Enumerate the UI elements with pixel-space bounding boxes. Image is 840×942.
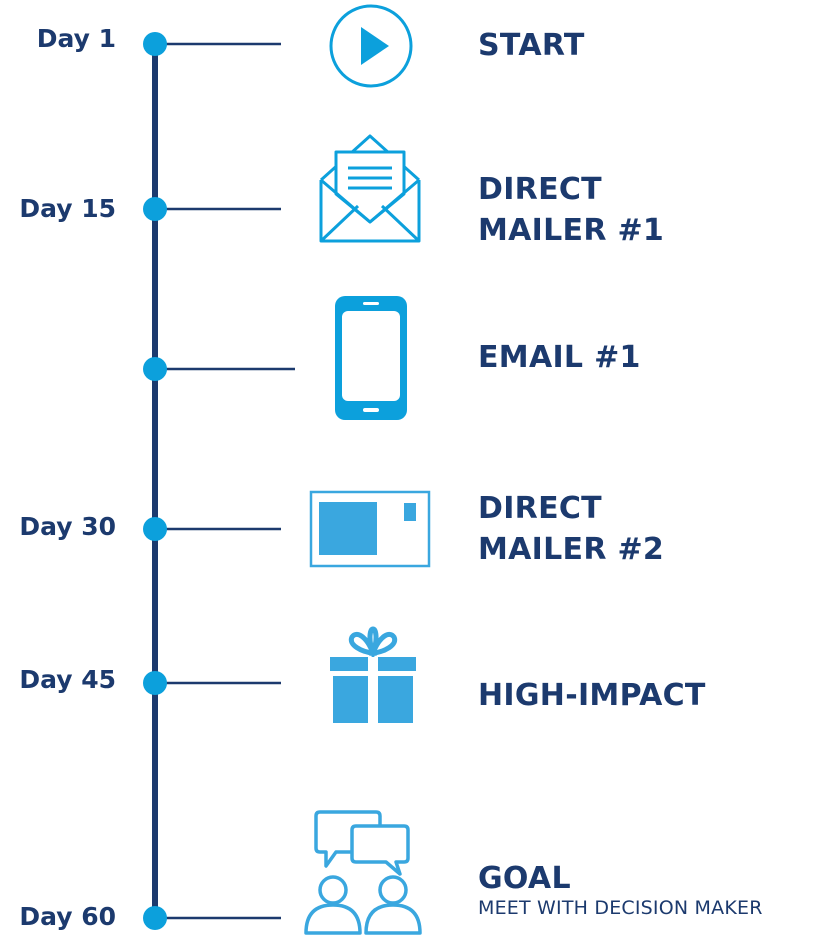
play-icon [329, 4, 413, 88]
postcard-icon [309, 490, 431, 568]
day-label: Day 60 [19, 902, 116, 931]
title-line: MAILER #2 [478, 532, 665, 567]
title-line: MAILER #1 [478, 213, 665, 248]
smartphone-icon [335, 296, 407, 420]
timeline-nodes [143, 32, 167, 930]
conversation-people-icon [304, 810, 422, 935]
node-day-1 [143, 32, 167, 56]
title-line: GOAL [478, 861, 571, 896]
title-line: DIRECT [478, 491, 602, 526]
node-day-15 [143, 197, 167, 221]
step-title-high-impact: HIGH-IMPACT [478, 675, 706, 716]
goal-subtitle: MEET WITH DECISION MAKER [478, 897, 763, 919]
node-email [143, 357, 167, 381]
title-line: DIRECT [478, 172, 602, 207]
gift-icon [330, 626, 416, 723]
node-day-60 [143, 906, 167, 930]
day-label: Day 45 [19, 665, 116, 694]
day-label: Day 15 [19, 194, 116, 223]
day-label: Day 30 [19, 512, 116, 541]
step-title-start: START [478, 25, 585, 66]
step-title-goal: GOAL [478, 858, 571, 899]
step-title-email-1: EMAIL #1 [478, 337, 641, 378]
node-day-45 [143, 671, 167, 695]
day-label: Day 1 [36, 24, 116, 53]
step-title-direct-mailer-2: DIRECT MAILER #2 [478, 488, 664, 570]
title-line: HIGH-IMPACT [478, 678, 706, 713]
title-line: START [478, 28, 585, 63]
step-title-direct-mailer-1: DIRECT MAILER #1 [478, 169, 664, 251]
title-line: EMAIL #1 [478, 340, 641, 375]
timeline-connectors [155, 42, 295, 920]
envelope-letter-icon [319, 134, 421, 243]
node-day-30 [143, 517, 167, 541]
